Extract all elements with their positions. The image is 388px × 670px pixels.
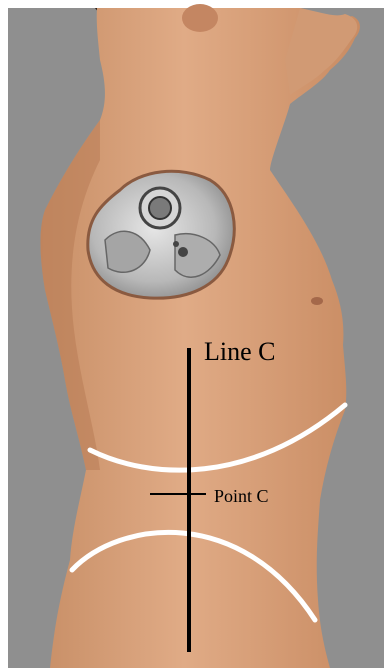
point-c-label: Point C (214, 486, 269, 506)
line-c-label: Line C (204, 337, 276, 366)
nipple (311, 297, 323, 305)
ear (182, 4, 218, 32)
